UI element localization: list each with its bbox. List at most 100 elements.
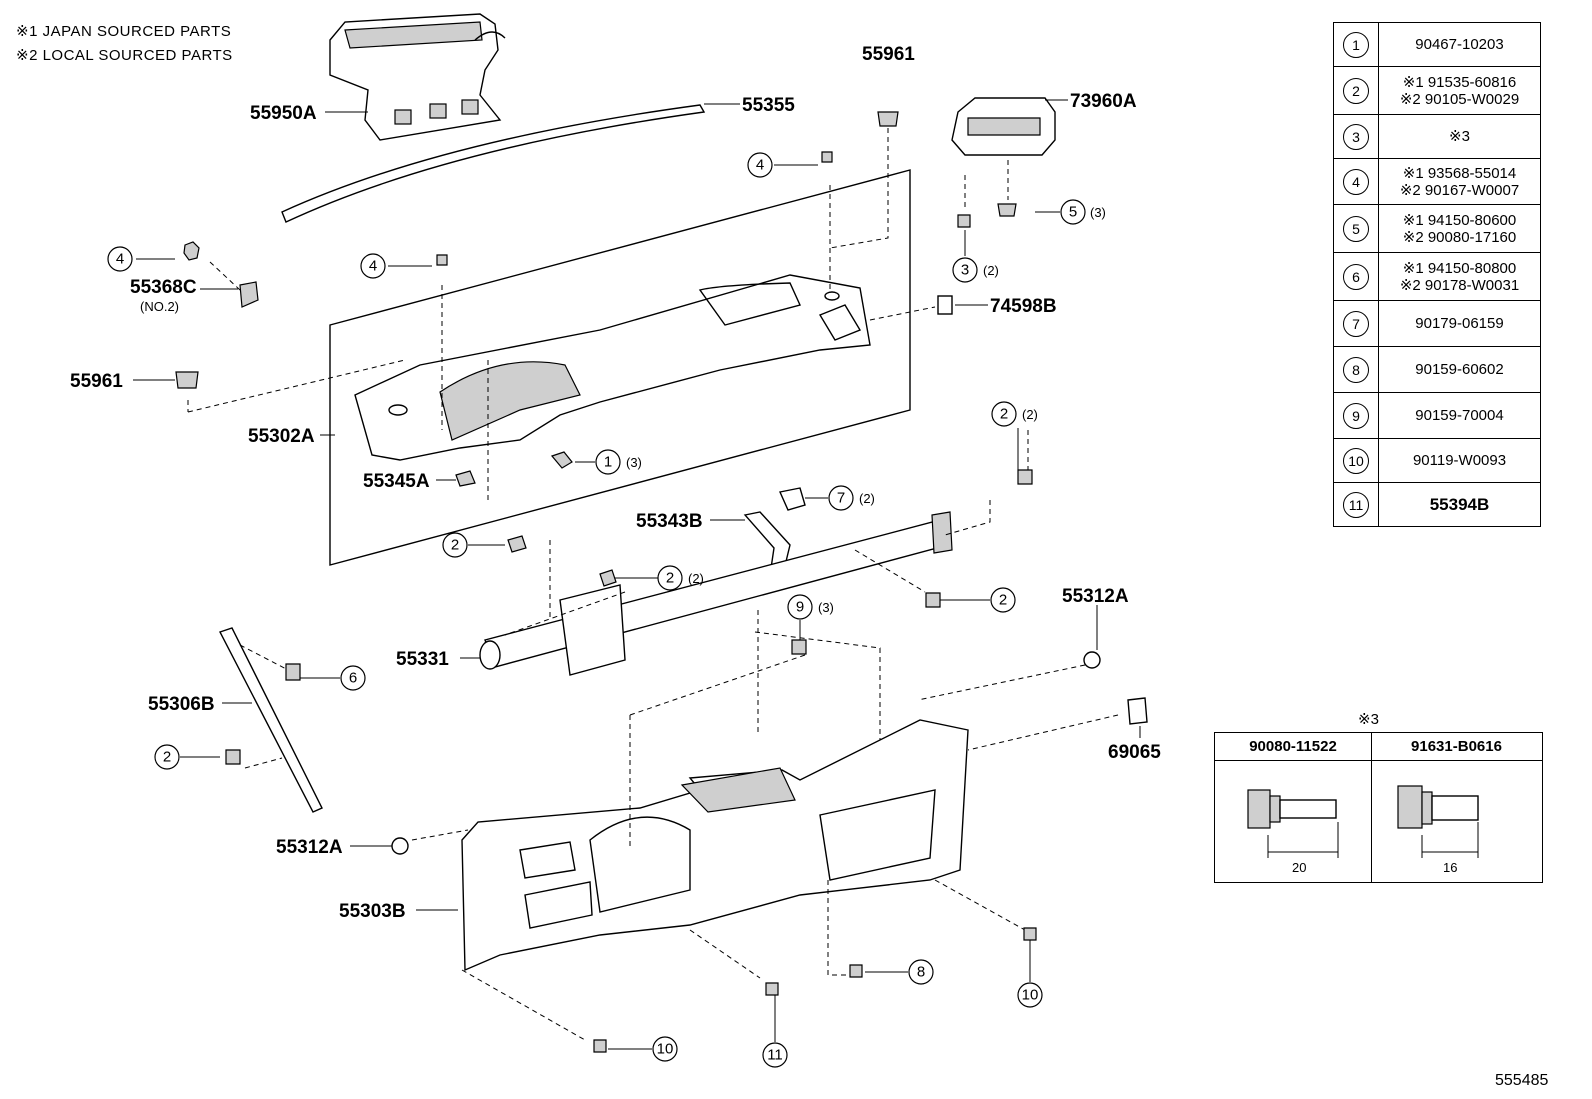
callout-2-a: 2 bbox=[442, 532, 468, 558]
switch-box-drawing bbox=[951, 97, 1056, 156]
callout-5: 5 (3) bbox=[1060, 199, 1106, 225]
leader-lines bbox=[133, 99, 1141, 1050]
svg-text:9: 9 bbox=[796, 599, 804, 616]
note3-title: ※3 bbox=[1358, 711, 1379, 728]
note-local-sourced: ※2 LOCAL SOURCED PARTS bbox=[16, 47, 233, 64]
assembly-dashed-lines bbox=[187, 128, 1119, 1041]
label-55961-left: 55961 bbox=[70, 371, 123, 392]
instrument-panel-drawing bbox=[354, 274, 871, 461]
callout-6: 6 bbox=[340, 665, 366, 691]
svg-text:4: 4 bbox=[756, 157, 764, 174]
svg-text:4: 4 bbox=[369, 258, 377, 275]
parts-table-key: 3 bbox=[1333, 114, 1379, 159]
clip-55961-left-drawing bbox=[175, 371, 199, 389]
svg-text:(3): (3) bbox=[818, 600, 834, 615]
parts-table-row: 10 90119-W0093 bbox=[1333, 438, 1541, 483]
reinforcement-55331-drawing bbox=[479, 511, 953, 676]
windshield-strip-drawing bbox=[281, 104, 706, 223]
callout-2-c: 2 (2) bbox=[991, 401, 1038, 427]
callout-11: 11 bbox=[762, 1042, 788, 1068]
svg-text:2: 2 bbox=[666, 570, 674, 587]
bolt-90080-11522-drawing: 20 bbox=[1247, 789, 1339, 875]
label-55368C: 55368C bbox=[130, 277, 197, 298]
svg-text:(3): (3) bbox=[1090, 205, 1106, 220]
label-74598B: 74598B bbox=[990, 296, 1057, 317]
svg-text:(2): (2) bbox=[688, 571, 704, 586]
parts-table-value: ※1 94150-80600 ※2 90080-17160 bbox=[1378, 204, 1541, 253]
parts-table-key-circle: 10 bbox=[1343, 447, 1369, 474]
svg-text:3: 3 bbox=[961, 262, 969, 279]
label-55331: 55331 bbox=[396, 649, 449, 670]
callout-10-b: 10 bbox=[652, 1036, 678, 1062]
parts-table-key-circle: 5 bbox=[1343, 215, 1369, 242]
parts-table-key-circle: 11 bbox=[1343, 491, 1369, 518]
svg-text:2: 2 bbox=[1000, 406, 1008, 423]
parts-table-key-circle: 7 bbox=[1343, 310, 1369, 337]
parts-table-key: 4 bbox=[1333, 158, 1379, 205]
svg-text:6: 6 bbox=[349, 670, 357, 687]
callout-7: 7 (2) bbox=[828, 485, 875, 511]
parts-table-key-circle: 3 bbox=[1343, 123, 1369, 150]
parts-table-key-circle: 9 bbox=[1343, 402, 1369, 429]
label-55303B: 55303B bbox=[339, 901, 406, 922]
note3-part-2: 91631-B0616 bbox=[1371, 733, 1542, 761]
svg-text:1: 1 bbox=[604, 454, 612, 471]
parts-table-key: 7 bbox=[1333, 300, 1379, 347]
callout-2-e: 2 bbox=[154, 744, 180, 770]
label-74598B-drawing bbox=[937, 295, 953, 315]
parts-table-row: 2※1 91535-60816 ※2 90105-W0029 bbox=[1333, 66, 1541, 115]
parts-table-key-circle: 8 bbox=[1343, 356, 1369, 383]
parts-table-row: 7 90179-06159 bbox=[1333, 300, 1541, 347]
callout-4-b: 4 bbox=[360, 253, 386, 279]
label-55306B: 55306B bbox=[148, 694, 215, 715]
callout-8: 8 bbox=[908, 959, 934, 985]
parts-table-value: ※1 94150-80800 ※2 90178-W0031 bbox=[1378, 252, 1541, 301]
pin-55312A-left-drawing bbox=[391, 837, 409, 855]
label-55343B: 55343B bbox=[636, 511, 703, 532]
svg-text:(2): (2) bbox=[859, 491, 875, 506]
svg-text:2: 2 bbox=[999, 592, 1007, 609]
panel-outline-frame bbox=[329, 169, 911, 566]
svg-text:5: 5 bbox=[1069, 204, 1077, 221]
clip-55961-top-drawing bbox=[877, 111, 899, 127]
parts-table-value: 90159-70004 bbox=[1378, 392, 1541, 439]
svg-text:7: 7 bbox=[837, 490, 845, 507]
callout-4-c: 4 bbox=[747, 152, 773, 178]
callout-4-a: 4 bbox=[107, 246, 133, 272]
note3-table: 90080-11522 91631-B0616 bbox=[1214, 732, 1543, 883]
callout-2-d: 2 bbox=[990, 587, 1016, 613]
callout-1: 1 (3) bbox=[595, 449, 642, 475]
parts-table-key-circle: 4 bbox=[1343, 168, 1369, 195]
note-japan-sourced: ※1 JAPAN SOURCED PARTS bbox=[16, 23, 232, 40]
svg-text:8: 8 bbox=[917, 964, 925, 981]
parts-table-key: 1 bbox=[1333, 22, 1379, 67]
bracket-55368C-drawing bbox=[239, 281, 259, 308]
callout-10-a: 10 bbox=[1017, 982, 1043, 1008]
label-55312A-right: 55312A bbox=[1062, 586, 1129, 607]
parts-table-row: 5 ※1 94150-80600 ※2 90080-17160 bbox=[1333, 204, 1541, 253]
pad-55345A-drawing bbox=[455, 470, 476, 487]
parts-table-value: ※1 91535-60816 ※2 90105-W0029 bbox=[1378, 66, 1541, 115]
parts-table-key: 8 bbox=[1333, 346, 1379, 393]
parts-table-key: 11 bbox=[1333, 482, 1379, 527]
note3-part-1: 90080-11522 bbox=[1215, 733, 1371, 761]
parts-table-row: 6※1 94150-80800 ※2 90178-W0031 bbox=[1333, 252, 1541, 301]
parts-table-value: ※3 bbox=[1378, 114, 1541, 159]
parts-table-value: 90179-06159 bbox=[1378, 300, 1541, 347]
clip-69065-drawing bbox=[1127, 697, 1148, 725]
label-55950A: 55950A bbox=[250, 103, 317, 124]
svg-text:(2): (2) bbox=[1022, 407, 1038, 422]
parts-table-value: 90119-W0093 bbox=[1378, 438, 1541, 483]
parts-table-value: ※1 93568-55014 ※2 90167-W0007 bbox=[1378, 158, 1541, 205]
parts-table-row: 9 90159-70004 bbox=[1333, 392, 1541, 439]
parts-table-value: 90159-60602 bbox=[1378, 346, 1541, 393]
bolt-91631-B0616-drawing: 16 bbox=[1397, 785, 1479, 875]
svg-text:(3): (3) bbox=[626, 455, 642, 470]
svg-text:10: 10 bbox=[1022, 987, 1039, 1004]
svg-text:2: 2 bbox=[451, 537, 459, 554]
svg-text:(2): (2) bbox=[983, 263, 999, 278]
lower-panel-55303B-drawing bbox=[461, 719, 969, 972]
